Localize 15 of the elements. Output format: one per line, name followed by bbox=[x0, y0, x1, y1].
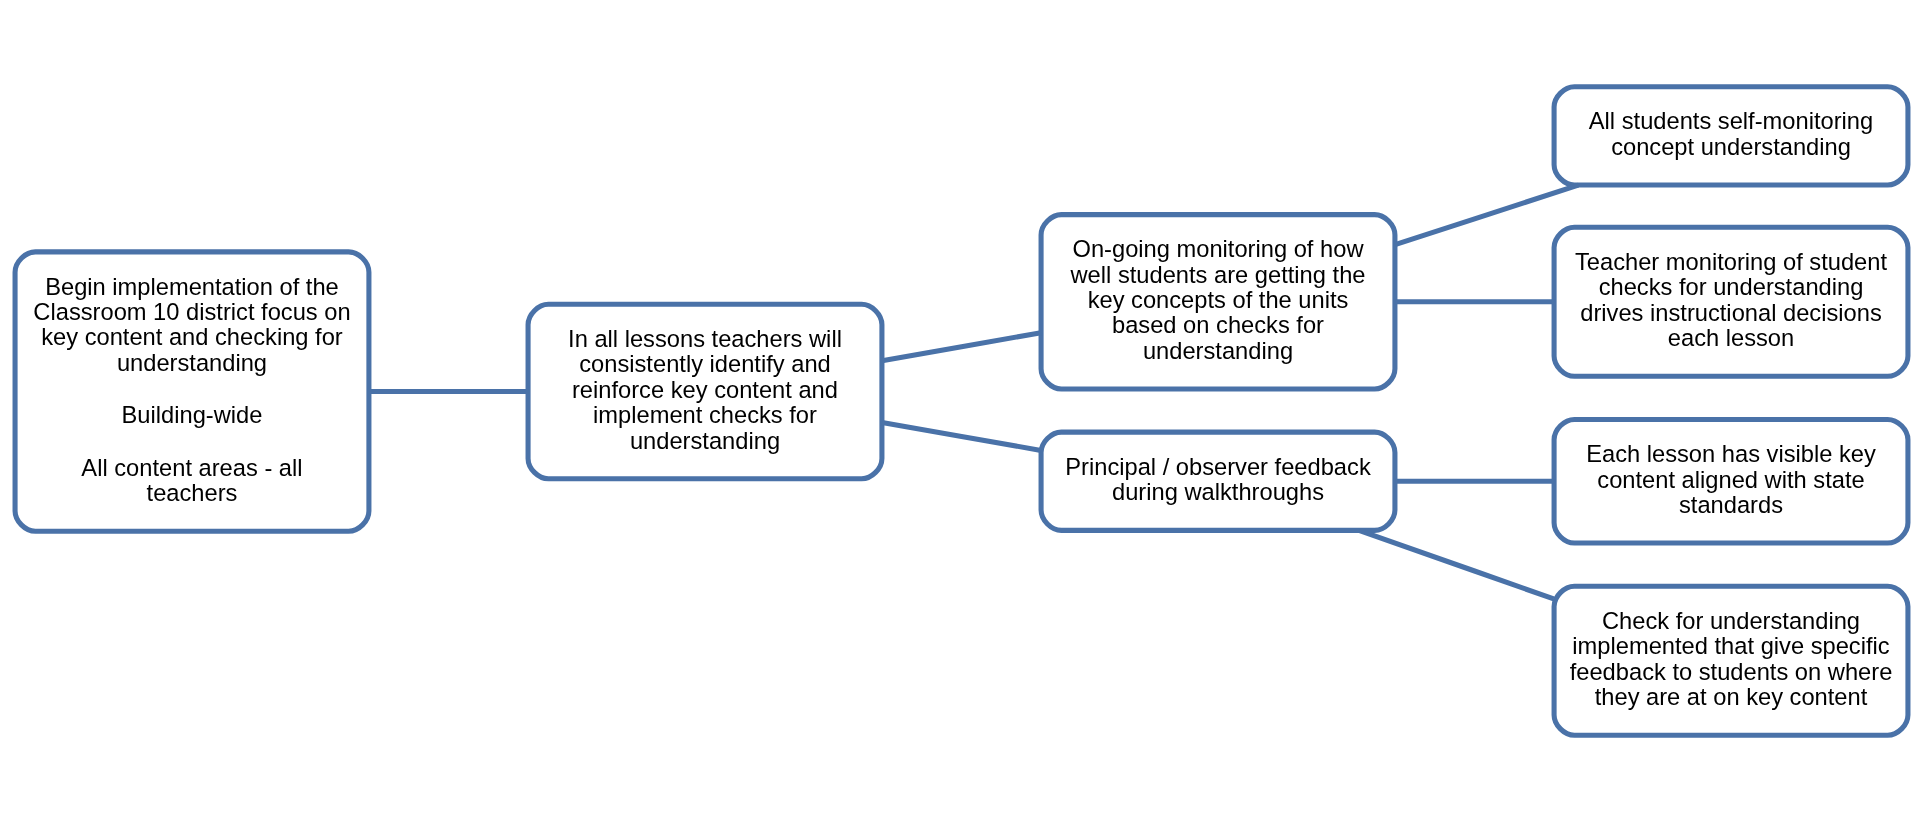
node-box: On-going monitoring of how well students are getting the key concepts of the units based on checks for understanding bbox=[1038, 211, 1398, 392]
node-box: Teacher monitoring of student checks for understanding drives instructional decisions each lesson bbox=[1551, 224, 1911, 379]
connector bbox=[1395, 478, 1555, 484]
connector bbox=[1358, 527, 1555, 601]
node-box: Principal / observer feedback during walkthroughs bbox=[1038, 429, 1398, 533]
connector bbox=[1395, 298, 1555, 304]
connector bbox=[881, 419, 1042, 453]
connector bbox=[369, 388, 529, 394]
connector bbox=[881, 329, 1042, 363]
node-box: Each lesson has visible key content aligned with state standards bbox=[1551, 416, 1911, 546]
node-box: Begin implementation of the Classroom 10 district focus on key content and checking for understanding Building-wide All content areas - all teachers bbox=[12, 248, 372, 534]
node-box: Check for understanding implemented that give specific feedback to students on where they are at on key content bbox=[1551, 583, 1911, 738]
node-box: In all lessons teachers will consistently identify and reinforce key content and implement checks for understanding bbox=[525, 301, 885, 481]
connector bbox=[1394, 182, 1580, 247]
node-box: All students self-monitoring concept understanding bbox=[1551, 83, 1911, 187]
